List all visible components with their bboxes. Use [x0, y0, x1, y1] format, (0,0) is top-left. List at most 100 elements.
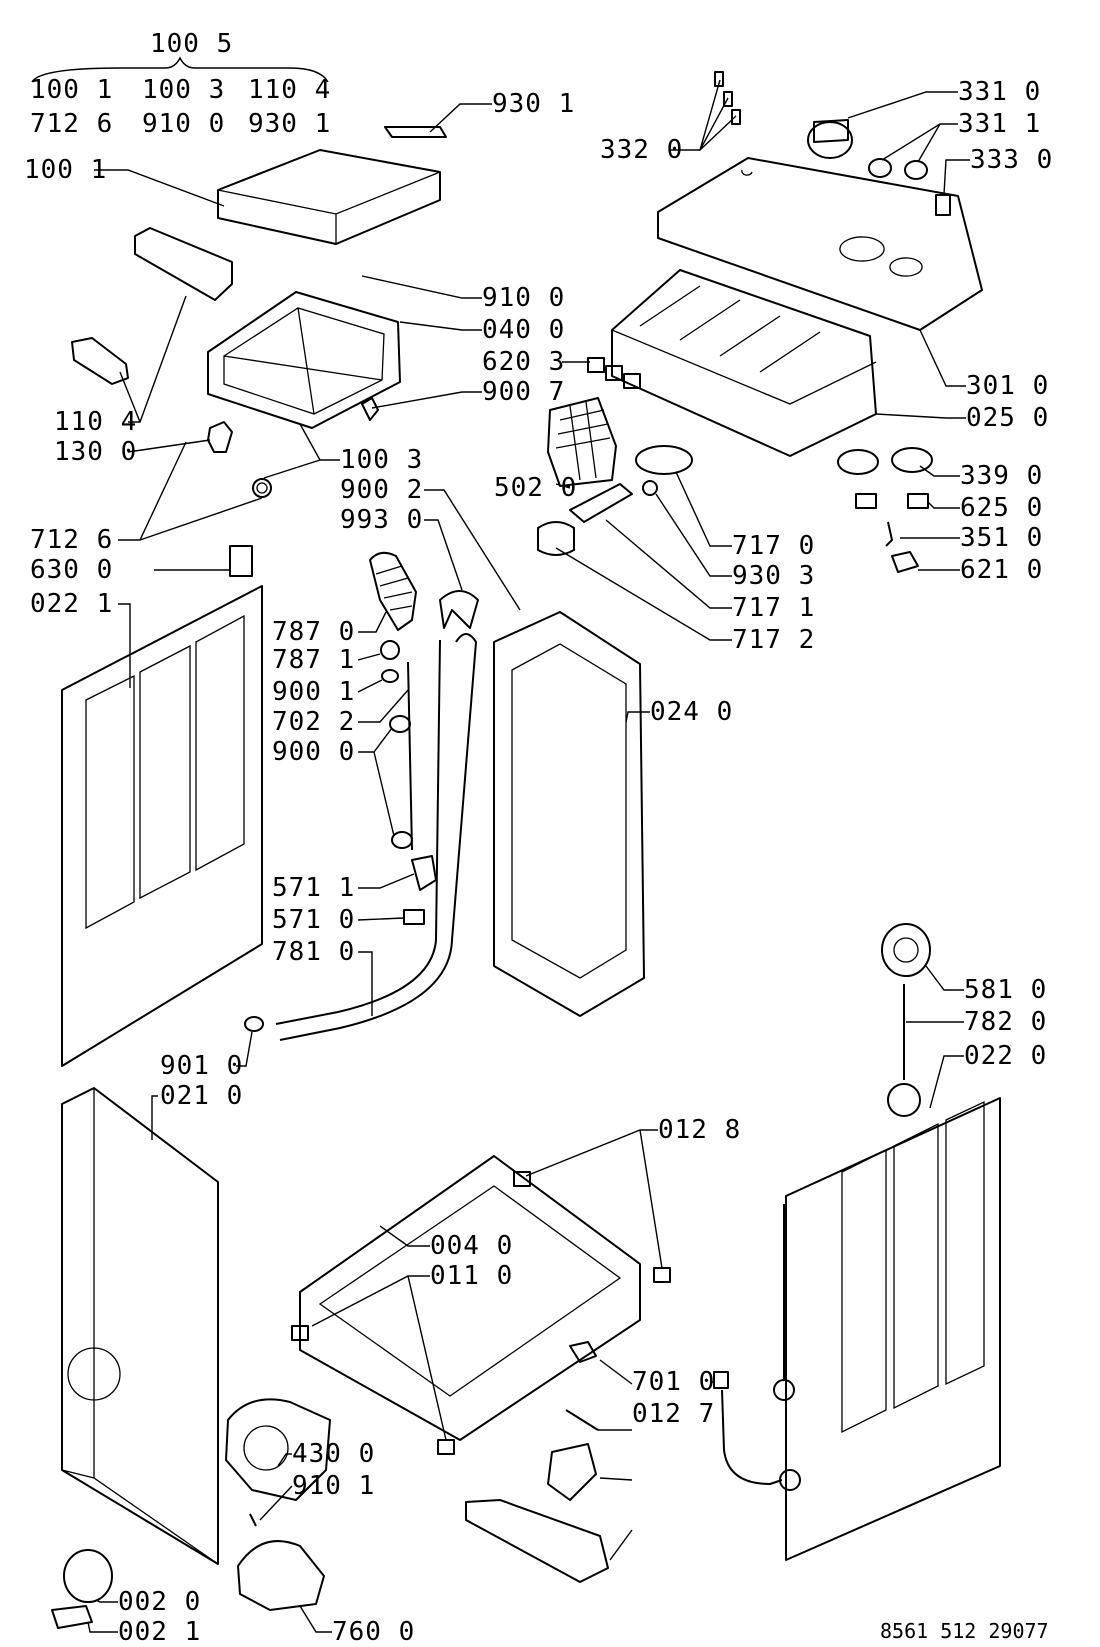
leader-022-1	[118, 603, 131, 688]
part-012-7-bracket	[569, 1341, 597, 1363]
leader-025-0	[875, 413, 966, 419]
part-002-0	[63, 1549, 113, 1603]
label-930-3: 930 3	[732, 561, 815, 591]
label-571-0: 571 0	[272, 905, 355, 935]
part-930-1-strip	[384, 126, 447, 138]
leader-021-0	[151, 1095, 158, 1140]
label-110-4: 110 4	[54, 407, 137, 437]
footer-code: 8561 512 29077	[880, 1619, 1049, 1643]
label-100-3: 100 3	[340, 445, 423, 475]
part-021-0-front-panel	[61, 1087, 219, 1565]
label-702-2: 702 2	[272, 707, 355, 737]
part-022-0-rod-end	[773, 1379, 795, 1401]
part-339-0-wheel-2	[891, 447, 933, 473]
part-339-0-wheel-1	[837, 449, 879, 475]
part-331-0-knob-grip	[813, 119, 849, 143]
label-900-7: 900 7	[482, 377, 565, 407]
leader-717-2	[555, 547, 732, 641]
leader-331-1	[881, 123, 958, 163]
label-781-0: 781 0	[272, 937, 355, 967]
label-332-0: 332 0	[600, 135, 683, 165]
leader-717-0	[675, 471, 732, 547]
part-712-6-spring-inner	[256, 482, 268, 494]
part-701-0-hose	[721, 1389, 783, 1485]
leader-002-0	[95, 1599, 118, 1603]
label-012-7: 012 7	[632, 1399, 715, 1429]
leader-002-1	[87, 1621, 118, 1633]
leader-012-8	[525, 1129, 663, 1269]
part-717-2-cup	[537, 521, 575, 556]
part-502-0-module-grid	[555, 401, 611, 481]
part-717-0	[635, 445, 693, 475]
label-022-1: 022 1	[30, 589, 113, 619]
part-625-0-b	[907, 493, 929, 509]
label-024-0: 024 0	[650, 697, 733, 727]
leader-011-0	[311, 1275, 447, 1441]
label-712-6: 712 6	[30, 525, 113, 555]
leader-339-0	[919, 465, 960, 477]
label-502-0: 502 0	[494, 473, 577, 503]
part-022-0-side-panel-ribs	[841, 1100, 985, 1434]
label-040-0: 040 0	[482, 315, 565, 345]
leader-900-7	[371, 391, 482, 409]
part-100-1-lid	[217, 149, 441, 245]
leader-930-3	[655, 493, 732, 577]
part-760-0-filter	[237, 1540, 325, 1611]
part-012-7-pin	[565, 1409, 599, 1431]
part-781-0-hose-outer	[275, 639, 441, 1025]
part-331-1-knob-1	[868, 158, 892, 178]
part-100-3-frame	[207, 291, 401, 429]
label-021-0: 021 0	[160, 1081, 243, 1111]
label-900-0: 900 0	[272, 737, 355, 767]
part-012-7-cup	[547, 1443, 597, 1501]
leader-430-0	[277, 1453, 292, 1467]
part-502-0-module	[547, 397, 617, 487]
label-004-0: 004 0	[430, 1231, 513, 1261]
label-630-0: 630 0	[30, 555, 113, 585]
part-301-0-panel-holes	[741, 169, 923, 277]
leader-571-0	[357, 917, 405, 921]
label-012-8: 012 8	[658, 1115, 741, 1145]
part-900-7	[361, 397, 379, 421]
label-025-0: 025 0	[966, 403, 1049, 433]
part-930-3-spring	[642, 480, 658, 496]
part-004-0-base-frame	[299, 1155, 641, 1441]
label-717-0: 717 0	[732, 531, 815, 561]
part-332-0-pin-2	[723, 91, 733, 107]
leader-712-6	[118, 441, 263, 541]
leader-502-0	[555, 483, 571, 489]
part-022-0-side-panel	[785, 1097, 1001, 1561]
part-620-3-switch-2	[605, 365, 623, 381]
leader-900-1	[357, 679, 383, 693]
part-701-0-hose-end	[779, 1469, 801, 1491]
part-351-0	[885, 521, 893, 547]
leader-702-2	[358, 689, 409, 723]
part-024-0-rear-frame	[493, 611, 645, 1017]
label-901-0: 901 0	[160, 1051, 243, 1081]
part-701-0	[713, 1371, 729, 1389]
leader-022-0	[929, 1055, 964, 1109]
part-630-0	[229, 545, 253, 577]
part-900-0-b	[391, 831, 413, 849]
leader-901-0	[236, 1031, 253, 1067]
part-331-1-knob-2	[904, 160, 928, 180]
part-430-0-pump	[225, 1398, 331, 1501]
part-332-0-pin-3	[731, 109, 741, 125]
part-620-3-switch-3	[623, 373, 641, 389]
part-004-0-base-frame-inner	[318, 1185, 622, 1397]
group-row2-3: 930 1	[248, 109, 331, 139]
leader-301-0	[919, 329, 966, 387]
label-571-1: 571 1	[272, 873, 355, 903]
part-110-4-latch	[71, 337, 129, 385]
label-430-0: 430 0	[292, 1439, 375, 1469]
group-row1-1: 100 1	[30, 75, 113, 105]
part-581-0	[881, 923, 931, 977]
part-333-0	[935, 194, 951, 216]
label-002-0: 002 0	[118, 1587, 201, 1617]
leader-787-0	[358, 611, 387, 633]
leader-760-0	[299, 1605, 332, 1633]
part-702-2-hose	[407, 661, 413, 851]
leader-110-4	[119, 295, 187, 423]
leader-012-7	[598, 1359, 633, 1561]
